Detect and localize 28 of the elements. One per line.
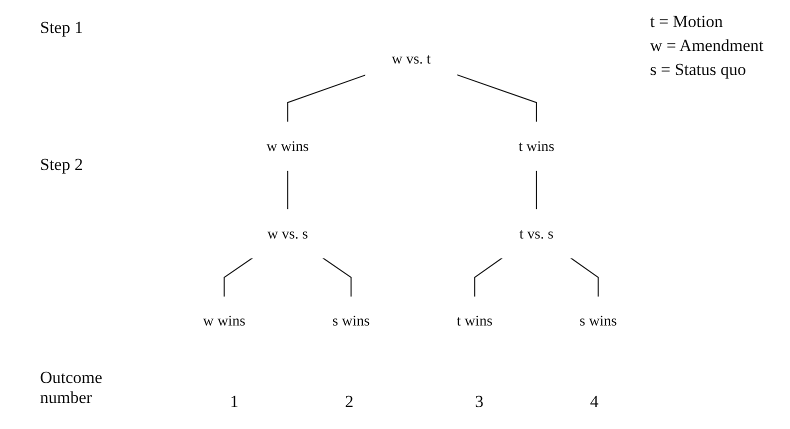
connector bbox=[474, 257, 503, 297]
node-text: s wins bbox=[332, 312, 370, 330]
node-text: s wins bbox=[580, 312, 617, 330]
connector bbox=[322, 257, 352, 297]
node-text: t vs. s bbox=[519, 225, 554, 242]
outcome-number: 2 bbox=[345, 392, 354, 412]
node-text: t wins bbox=[518, 138, 554, 154]
legend-entry: w = Amendment bbox=[650, 36, 764, 56]
connector bbox=[536, 170, 538, 210]
connector bbox=[224, 257, 253, 297]
step-label: Step 1 bbox=[40, 18, 83, 38]
node-text: w wins bbox=[203, 312, 246, 330]
row-label: Outcome number bbox=[40, 368, 104, 408]
connector bbox=[570, 257, 599, 297]
legend-entry: s = Status quo bbox=[650, 60, 748, 80]
connector bbox=[287, 74, 366, 122]
node-text: w vs. s bbox=[267, 225, 308, 242]
connector bbox=[456, 74, 538, 122]
outcome-number: 3 bbox=[475, 392, 484, 412]
legend-entry: t = Motion bbox=[650, 12, 724, 32]
connector bbox=[287, 170, 288, 210]
node-text: w wins bbox=[266, 138, 309, 154]
tree-diagram: w vs. t w wins t wins w vs. s t vs. s w wins s wins t wins s wins bbox=[170, 0, 650, 380]
node-text: t wins bbox=[456, 312, 493, 330]
node-text: w vs. t bbox=[392, 50, 431, 67]
step-label: Step 2 bbox=[40, 155, 83, 175]
outcome-number: 1 bbox=[230, 392, 238, 412]
outcome-number: 4 bbox=[590, 392, 598, 412]
